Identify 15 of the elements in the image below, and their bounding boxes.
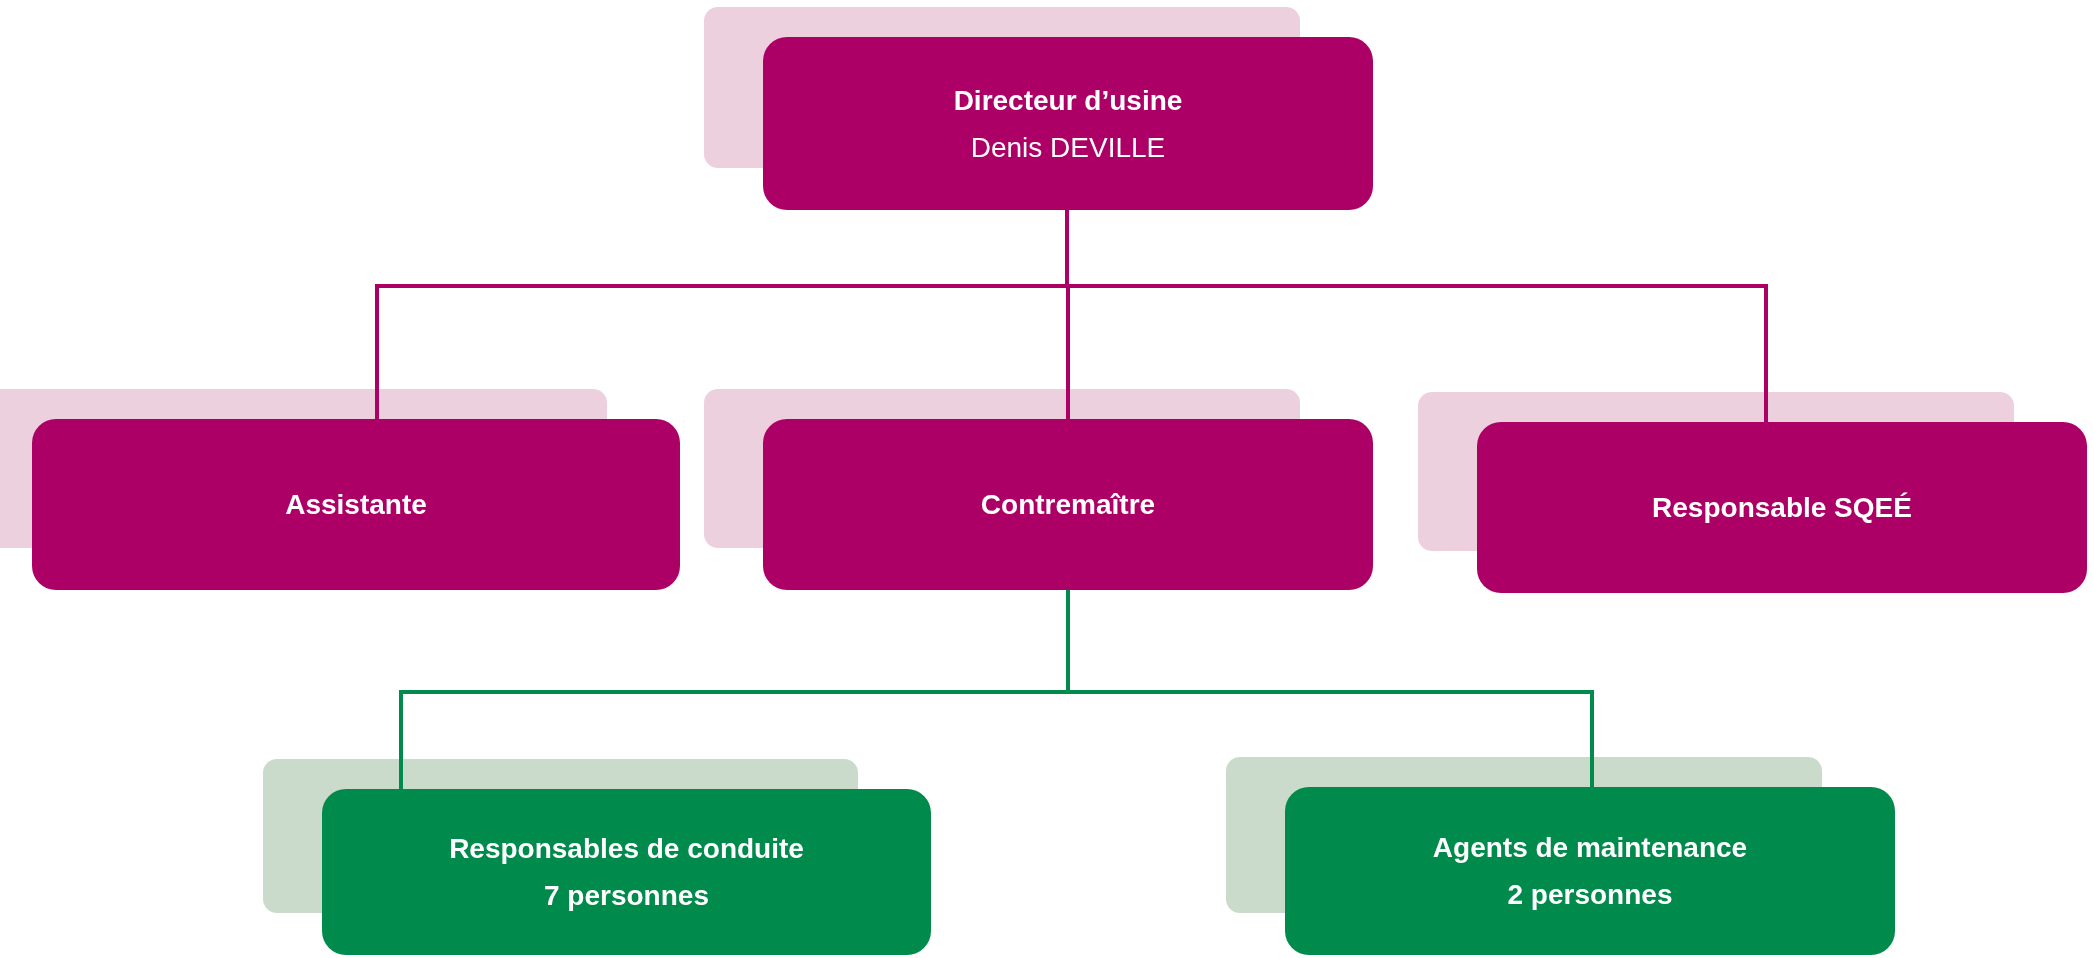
org-box: [763, 37, 1373, 210]
role-detail: 7 personnes: [544, 879, 709, 913]
org-box: [1285, 787, 1895, 955]
role-title: Contremaître: [980, 488, 1156, 522]
role-title: Directeur d’usine: [953, 83, 1183, 118]
role-title: Assistante: [285, 488, 427, 522]
role-detail: 2 personnes: [1507, 878, 1673, 912]
org-box: [763, 419, 1373, 590]
role-title: Responsables de conduite: [449, 832, 804, 866]
role-title: Agents de maintenance: [1432, 831, 1748, 865]
org-box: [322, 789, 931, 955]
org-box: [32, 419, 680, 590]
role-title: Responsable SQEÉ: [1652, 491, 1912, 525]
org-box: [1477, 422, 2087, 593]
role-detail: Denis DEVILLE: [970, 130, 1166, 165]
